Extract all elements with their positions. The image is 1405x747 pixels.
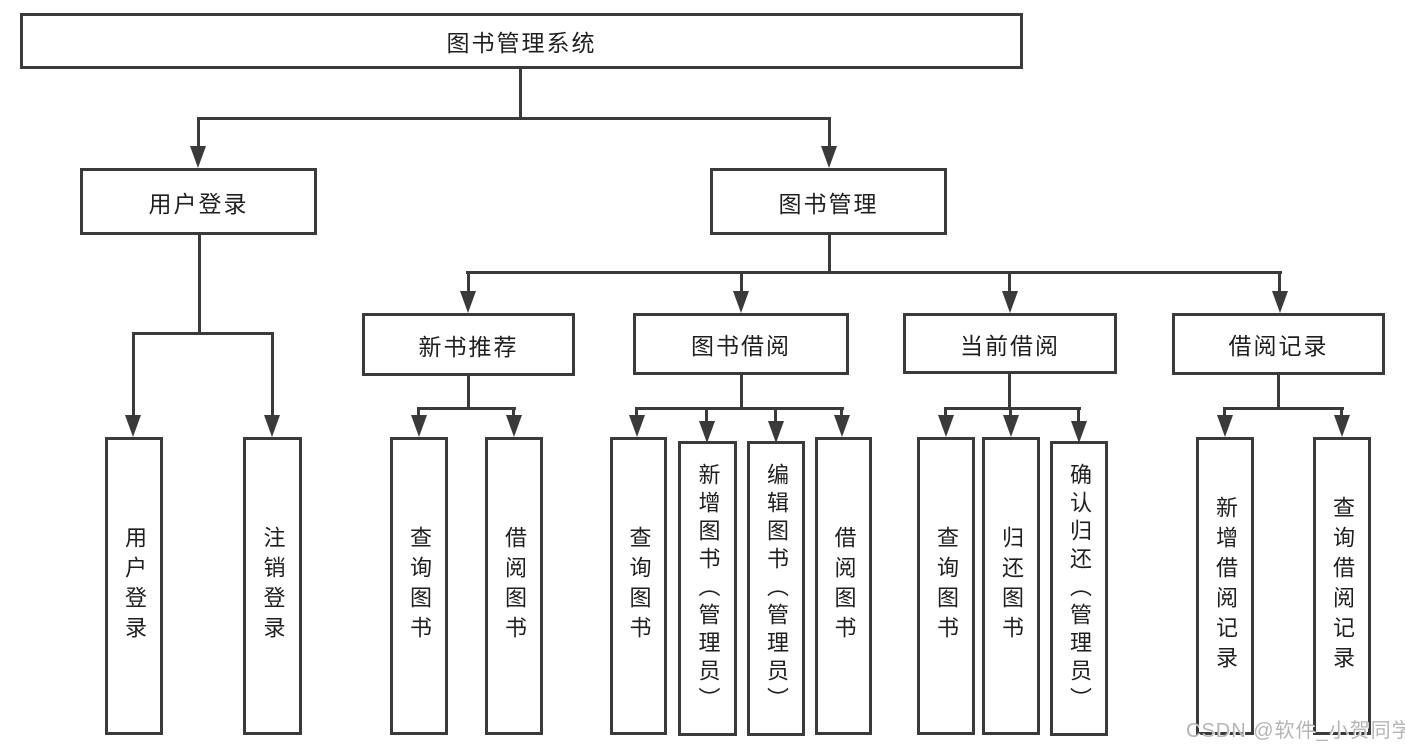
arrowhead	[768, 421, 784, 443]
connector-line	[466, 271, 1282, 274]
connector-line	[705, 407, 708, 423]
arrowhead	[1071, 421, 1087, 443]
connector-line	[1008, 374, 1011, 410]
leaf-user-login: 用户登录	[105, 437, 163, 735]
connector-line	[417, 407, 516, 410]
connector-line	[512, 407, 515, 417]
connector-line	[774, 407, 777, 423]
arrowhead	[1272, 291, 1288, 313]
node-book-borrowing: 图书借阅	[633, 313, 849, 375]
connector-line	[1223, 407, 1226, 417]
connector-line	[519, 69, 522, 119]
arrowhead	[834, 415, 850, 437]
connector-line	[198, 235, 201, 335]
connector-line	[1278, 271, 1281, 293]
leaf-cb-confirm-return-admin: 确认归还（管理员）	[1050, 441, 1108, 736]
connector-line	[944, 407, 1081, 410]
connector-line	[271, 332, 274, 417]
arrowhead	[460, 291, 476, 313]
leaf-nb-borrow-books: 借阅图书	[485, 437, 543, 735]
node-new-book-recommend: 新书推荐	[362, 313, 575, 376]
leaf-cb-return-books: 归还图书	[982, 437, 1040, 735]
leaf-bb-query-books: 查询图书	[610, 437, 667, 735]
connector-line	[132, 332, 274, 335]
node-root: 图书管理系统	[20, 13, 1023, 69]
arrowhead	[1217, 415, 1233, 437]
leaf-logout: 注销登录	[243, 437, 302, 735]
connector-line	[197, 117, 831, 120]
arrowhead	[733, 291, 749, 313]
connector-line	[1077, 407, 1080, 423]
arrowhead	[190, 146, 206, 168]
arrowhead	[506, 415, 522, 437]
arrowhead	[1002, 291, 1018, 313]
connector-line	[828, 117, 831, 148]
connector-line	[1008, 271, 1011, 293]
arrowhead	[1003, 415, 1019, 437]
connector-line	[635, 407, 844, 410]
connector-line	[1340, 407, 1343, 417]
connector-line	[417, 407, 420, 417]
leaf-br-add-record: 新增借阅记录	[1196, 437, 1254, 735]
connector-line	[840, 407, 843, 417]
node-borrowing-records: 借阅记录	[1172, 313, 1385, 375]
connector-line	[635, 407, 638, 417]
arrowhead	[125, 415, 141, 437]
leaf-bb-edit-books-admin: 编辑图书（管理员）	[747, 441, 805, 736]
node-current-borrowing: 当前借阅	[903, 313, 1117, 374]
connector-line	[1277, 375, 1280, 410]
connector-line	[197, 117, 200, 148]
arrowhead	[699, 421, 715, 443]
node-book-management: 图书管理	[710, 168, 947, 235]
watermark: CSDN @软件_小贺同学	[1186, 720, 1405, 742]
connector-line	[740, 271, 743, 293]
connector-line	[467, 376, 470, 410]
connector-line	[828, 235, 831, 274]
arrowhead	[938, 415, 954, 437]
leaf-cb-query-books: 查询图书	[917, 437, 975, 735]
arrowhead	[821, 146, 837, 168]
connector-line	[944, 407, 947, 417]
arrowhead	[264, 415, 280, 437]
arrowhead	[629, 415, 645, 437]
connector-line	[1009, 407, 1012, 417]
leaf-br-query-record: 查询借阅记录	[1313, 437, 1371, 735]
arrowhead	[1334, 415, 1350, 437]
leaf-bb-add-books-admin: 新增图书（管理员）	[678, 441, 737, 736]
arrowhead	[411, 415, 427, 437]
connector-line	[467, 271, 470, 293]
connector-line	[132, 332, 135, 417]
connector-line	[1223, 407, 1344, 410]
node-user-login: 用户登录	[80, 168, 317, 235]
leaf-bb-borrow-books: 借阅图书	[815, 437, 872, 735]
leaf-nb-query-books: 查询图书	[390, 437, 448, 735]
connector-line	[740, 375, 743, 410]
